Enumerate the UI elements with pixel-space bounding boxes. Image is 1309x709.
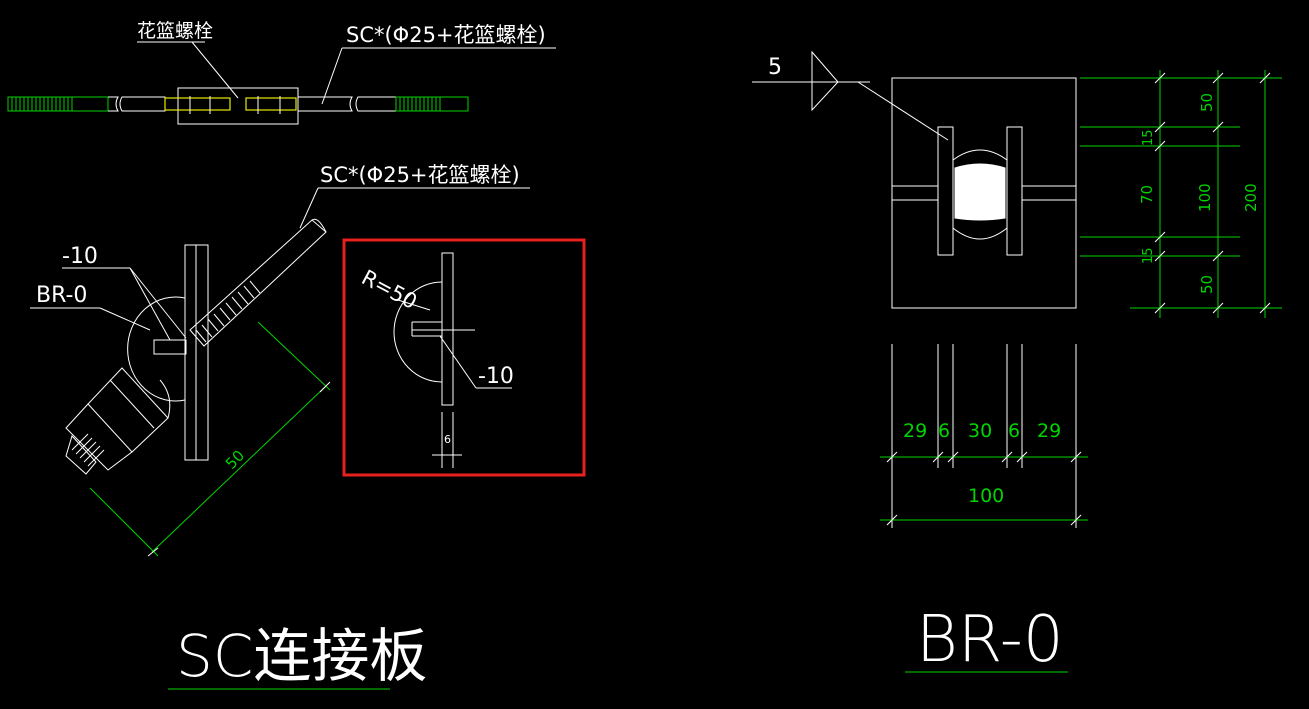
highlight-box [342,238,586,477]
vdim-bottom-50: 50 [1198,275,1216,294]
hdim-30: 30 [968,420,992,442]
turnbuckle-box [177,87,299,125]
br0-plate-view: 5 [752,50,1282,528]
detail-arc [393,281,443,383]
rod-left-hatched [7,96,109,112]
rod-left-hatch [11,97,73,111]
gusset-arc [127,296,186,402]
vdim-15-upper: 15 [1141,129,1156,146]
hdim-6-left: 6 [938,420,950,442]
titles: SC连接板 BR-0 [168,603,1068,690]
dim-detail-6: 6 [444,433,451,446]
vdim-top-50: 50 [1198,93,1216,112]
label-br0-ref: BR-0 [36,283,87,308]
label-radius: R=50 [358,265,421,314]
highlighted-detail: R=50 -10 6 [342,238,586,477]
vertical-plate [184,244,197,461]
label-turnbuckle: 花篮螺栓 [137,20,213,42]
label-plate-thickness: -10 [62,244,98,269]
turnbuckle-elevation: 花篮螺栓 SC*(Φ25+花篮螺栓) [7,20,556,125]
br0-core [954,163,1006,221]
diagonal-rod [189,219,327,347]
vdim-100: 100 [1196,183,1214,212]
br0-left-plate [937,126,954,256]
br0-right-plate [1006,126,1023,256]
hdim-6-right: 6 [1008,420,1020,442]
vertical-dimensions: 50 15 70 15 50 100 200 [1080,70,1282,318]
br0-outline [891,77,1077,309]
dim-diagonal-50: 50 [222,447,248,473]
label-sc-rod-mid: SC*(Φ25+花篮螺栓) [320,163,520,187]
hdim-29-left: 29 [903,420,927,442]
sc-connection-view: -10 BR-0 SC*(Φ25+花篮螺栓) 50 [30,163,530,557]
title-sc-plate: SC连接板 [176,622,427,690]
title-br0: BR-0 [916,603,1064,677]
vdim-70: 70 [1138,185,1156,204]
label-sc-rod-top: SC*(Φ25+花篮螺栓) [346,23,546,47]
label-weld-size: 5 [768,55,782,80]
label-detail-thickness: -10 [478,364,514,389]
bolt [65,367,171,475]
vdim-15-lower: 15 [1141,247,1156,264]
hdim-100: 100 [968,485,1004,507]
horizontal-dimensions: 29 6 30 6 29 100 [880,344,1088,528]
weld-symbol [811,50,839,112]
turnbuckle-right-jaw [245,97,297,111]
detail-plate [441,252,454,406]
hdim-29-right: 29 [1037,420,1061,442]
vdim-200: 200 [1242,183,1260,212]
turnbuckle-left-jaw [164,97,231,111]
